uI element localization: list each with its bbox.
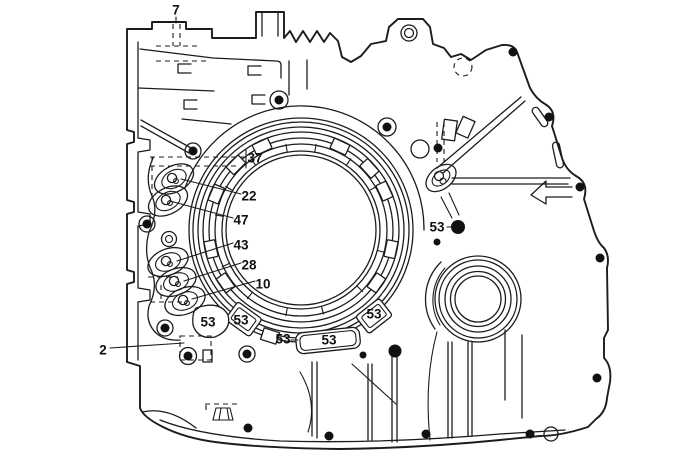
bell-wall-arc xyxy=(184,105,425,231)
callout-leaders xyxy=(109,16,452,349)
bolt-boss-43 xyxy=(147,246,189,278)
ring-bottom-pads xyxy=(192,298,393,363)
bolt-boss-10 xyxy=(164,285,206,317)
hidden-lines xyxy=(148,24,473,414)
upper-right-bolt-boss xyxy=(425,163,457,193)
axle-bore xyxy=(424,255,522,343)
top-block-inner-lines xyxy=(261,11,279,37)
callout-22: 22 xyxy=(241,189,256,204)
top-mount-boss-hole xyxy=(400,24,418,42)
callout-53-pad-left: 53 xyxy=(233,313,249,328)
right-brace-details xyxy=(425,96,573,219)
callout-43: 43 xyxy=(233,238,249,253)
ring-lugs xyxy=(203,137,399,294)
callout-53-pad-right: 53 xyxy=(366,307,382,322)
callout-37: 37 xyxy=(247,151,262,166)
diagonal-rib xyxy=(140,119,192,154)
callout-53-web-left: 53 xyxy=(200,315,216,330)
top-interior-details xyxy=(137,24,418,154)
ring-spokes xyxy=(214,143,386,317)
bolt-boss-22 xyxy=(153,163,195,195)
callout-labels: 7 37 22 47 43 28 10 53 53 53 53 53 53 2 xyxy=(99,3,445,358)
bottom-left-bulge xyxy=(141,410,197,429)
callout-47: 47 xyxy=(233,213,248,228)
bolt-boss-28 xyxy=(155,266,197,298)
callout-7: 7 xyxy=(172,3,180,18)
callout-2: 2 xyxy=(99,343,107,358)
bottom-bowtie xyxy=(212,407,234,421)
callout-28: 28 xyxy=(241,258,257,273)
callout-53-link: 53 xyxy=(275,332,291,347)
web-pocket xyxy=(192,304,230,339)
left-flange-inner-line xyxy=(137,41,151,361)
bottom-inner-line xyxy=(159,419,566,443)
callout-53-right: 53 xyxy=(429,220,445,235)
callout-53-box: 53 xyxy=(321,333,337,348)
callout-10: 10 xyxy=(255,277,270,292)
arrow-cutout xyxy=(530,180,573,205)
bell-housing-ring xyxy=(138,90,430,363)
bolt-holes xyxy=(142,47,605,442)
bottom-ribs xyxy=(212,329,523,443)
bolt-boss-47 xyxy=(147,185,189,217)
case-outline xyxy=(126,11,612,450)
small-hole xyxy=(160,230,178,248)
